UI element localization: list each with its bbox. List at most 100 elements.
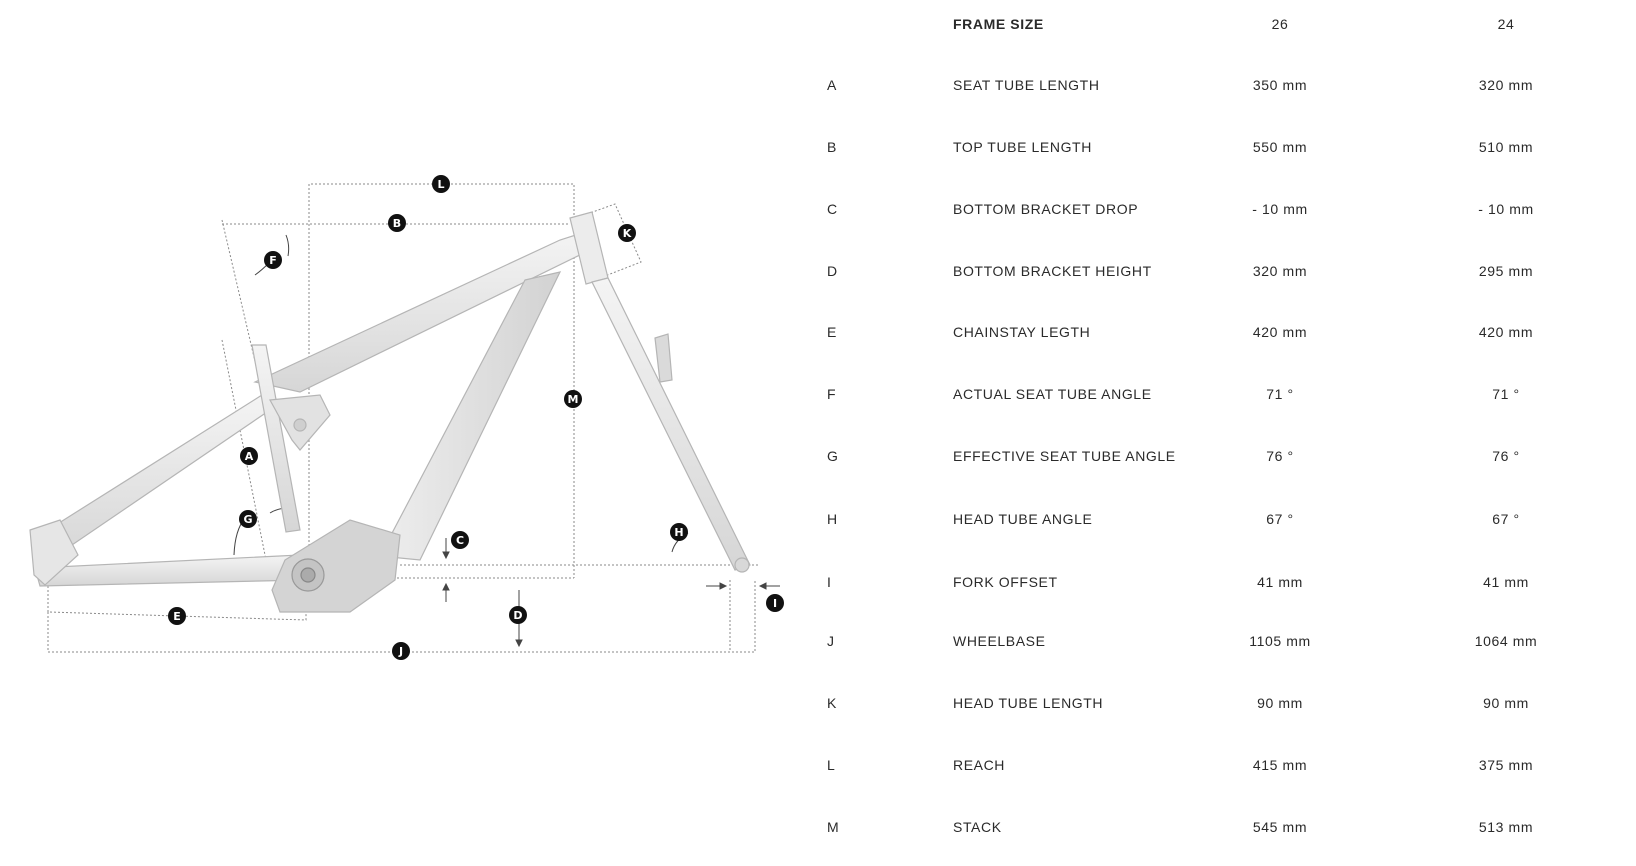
- row-size-24: - 10 mm: [1478, 201, 1534, 217]
- table-row: J WHEELBASE 1105 mm 1064 mm: [0, 629, 1636, 653]
- marker-layer: A B C D E F G H I J K L M: [168, 175, 784, 660]
- dimension-arrows: [233, 234, 780, 648]
- row-name: FORK OFFSET: [953, 574, 1058, 590]
- row-size-26: 41 mm: [1257, 574, 1303, 590]
- table-header: FRAME SIZE 26 24: [0, 12, 1636, 36]
- row-size-26: 320 mm: [1252, 263, 1308, 279]
- marker-j: J: [392, 642, 410, 660]
- marker-label: D: [513, 609, 522, 622]
- row-size-24: 295 mm: [1478, 263, 1534, 279]
- marker-label: G: [243, 513, 252, 526]
- table-row: D BOTTOM BRACKET HEIGHT 320 mm 295 mm: [0, 259, 1636, 283]
- bike-geometry-diagram: A B C D E F G H I J K L M: [29, 175, 784, 660]
- table-row: K HEAD TUBE LENGTH 90 mm 90 mm: [0, 691, 1636, 715]
- row-name: TOP TUBE LENGTH: [953, 139, 1092, 155]
- marker-i: I: [766, 594, 784, 612]
- row-size-24: 67 °: [1492, 511, 1520, 527]
- row-size-26: 90 mm: [1257, 695, 1303, 711]
- marker-f: F: [264, 251, 282, 269]
- row-code: C: [827, 201, 838, 217]
- row-code: I: [827, 574, 832, 590]
- table-row: B TOP TUBE LENGTH 550 mm 510 mm: [0, 135, 1636, 159]
- row-code: K: [827, 695, 837, 711]
- marker-m: M: [564, 390, 582, 408]
- marker-d: D: [509, 606, 527, 624]
- row-size-24: 320 mm: [1478, 77, 1534, 93]
- marker-label: A: [245, 450, 254, 463]
- row-size-26: 420 mm: [1252, 324, 1308, 340]
- row-code: F: [827, 386, 837, 402]
- row-code: M: [827, 819, 840, 835]
- row-size-26: 67 °: [1266, 511, 1294, 527]
- marker-label: H: [674, 526, 683, 539]
- row-size-26: 350 mm: [1252, 77, 1308, 93]
- size-24-header: 24: [1497, 16, 1515, 32]
- row-code: D: [827, 263, 838, 279]
- row-name: BOTTOM BRACKET DROP: [953, 201, 1139, 217]
- marker-c: C: [451, 531, 469, 549]
- row-code: J: [827, 633, 835, 649]
- row-size-24: 76 °: [1492, 448, 1520, 464]
- row-name: HEAD TUBE LENGTH: [953, 695, 1104, 711]
- row-code: B: [827, 139, 837, 155]
- marker-label: K: [623, 227, 632, 240]
- row-size-24: 375 mm: [1478, 757, 1534, 773]
- marker-b: B: [388, 214, 406, 232]
- row-name: EFFECTIVE SEAT TUBE ANGLE: [953, 448, 1176, 464]
- row-size-26: 71 °: [1266, 386, 1294, 402]
- row-code: L: [827, 757, 836, 773]
- size-26-header: 26: [1271, 16, 1289, 32]
- table-row: I FORK OFFSET 41 mm 41 mm: [0, 570, 1636, 594]
- row-name: HEAD TUBE ANGLE: [953, 511, 1093, 527]
- marker-g: G: [239, 510, 257, 528]
- table-row: H HEAD TUBE ANGLE 67 ° 67 °: [0, 507, 1636, 531]
- row-code: G: [827, 448, 839, 464]
- row-code: H: [827, 511, 838, 527]
- marker-label: L: [437, 178, 444, 191]
- row-size-26: 76 °: [1266, 448, 1294, 464]
- row-size-24: 513 mm: [1478, 819, 1534, 835]
- marker-e: E: [168, 607, 186, 625]
- row-name: ACTUAL SEAT TUBE ANGLE: [953, 386, 1152, 402]
- marker-label: B: [393, 217, 401, 230]
- row-code: E: [827, 324, 837, 340]
- row-size-26: 545 mm: [1252, 819, 1308, 835]
- row-name: WHEELBASE: [953, 633, 1046, 649]
- table-row: C BOTTOM BRACKET DROP - 10 mm - 10 mm: [0, 197, 1636, 221]
- table-row: A SEAT TUBE LENGTH 350 mm 320 mm: [0, 73, 1636, 97]
- row-size-24: 90 mm: [1483, 695, 1529, 711]
- marker-label: E: [173, 610, 181, 623]
- marker-label: M: [568, 393, 579, 406]
- table-row: M STACK 545 mm 513 mm: [0, 815, 1636, 839]
- marker-label: I: [773, 597, 777, 610]
- row-size-24: 41 mm: [1483, 574, 1529, 590]
- marker-label: F: [269, 254, 277, 267]
- table-row: G EFFECTIVE SEAT TUBE ANGLE 76 ° 76 °: [0, 444, 1636, 468]
- row-name: STACK: [953, 819, 1002, 835]
- row-name: SEAT TUBE LENGTH: [953, 77, 1100, 93]
- bike-frame: [29, 211, 751, 613]
- row-size-24: 510 mm: [1478, 139, 1534, 155]
- marker-label: C: [456, 534, 464, 547]
- marker-l: L: [432, 175, 450, 193]
- marker-h: H: [670, 523, 688, 541]
- marker-label: J: [398, 645, 403, 658]
- row-code: A: [827, 77, 837, 93]
- row-size-24: 1064 mm: [1474, 633, 1538, 649]
- table-row: F ACTUAL SEAT TUBE ANGLE 71 ° 71 °: [0, 382, 1636, 406]
- row-size-26: 415 mm: [1252, 757, 1308, 773]
- table-row: L REACH 415 mm 375 mm: [0, 753, 1636, 777]
- table-row: E CHAINSTAY LEGTH 420 mm 420 mm: [0, 320, 1636, 344]
- row-name: CHAINSTAY LEGTH: [953, 324, 1091, 340]
- row-size-24: 420 mm: [1478, 324, 1534, 340]
- row-size-24: 71 °: [1492, 386, 1520, 402]
- row-name: REACH: [953, 757, 1006, 773]
- marker-k: K: [618, 224, 636, 242]
- row-name: BOTTOM BRACKET HEIGHT: [953, 263, 1152, 279]
- row-size-26: 550 mm: [1252, 139, 1308, 155]
- frame-size-label: FRAME SIZE: [953, 16, 1044, 32]
- row-size-26: 1105 mm: [1249, 633, 1311, 649]
- marker-a: A: [240, 447, 258, 465]
- row-size-26: - 10 mm: [1252, 201, 1308, 217]
